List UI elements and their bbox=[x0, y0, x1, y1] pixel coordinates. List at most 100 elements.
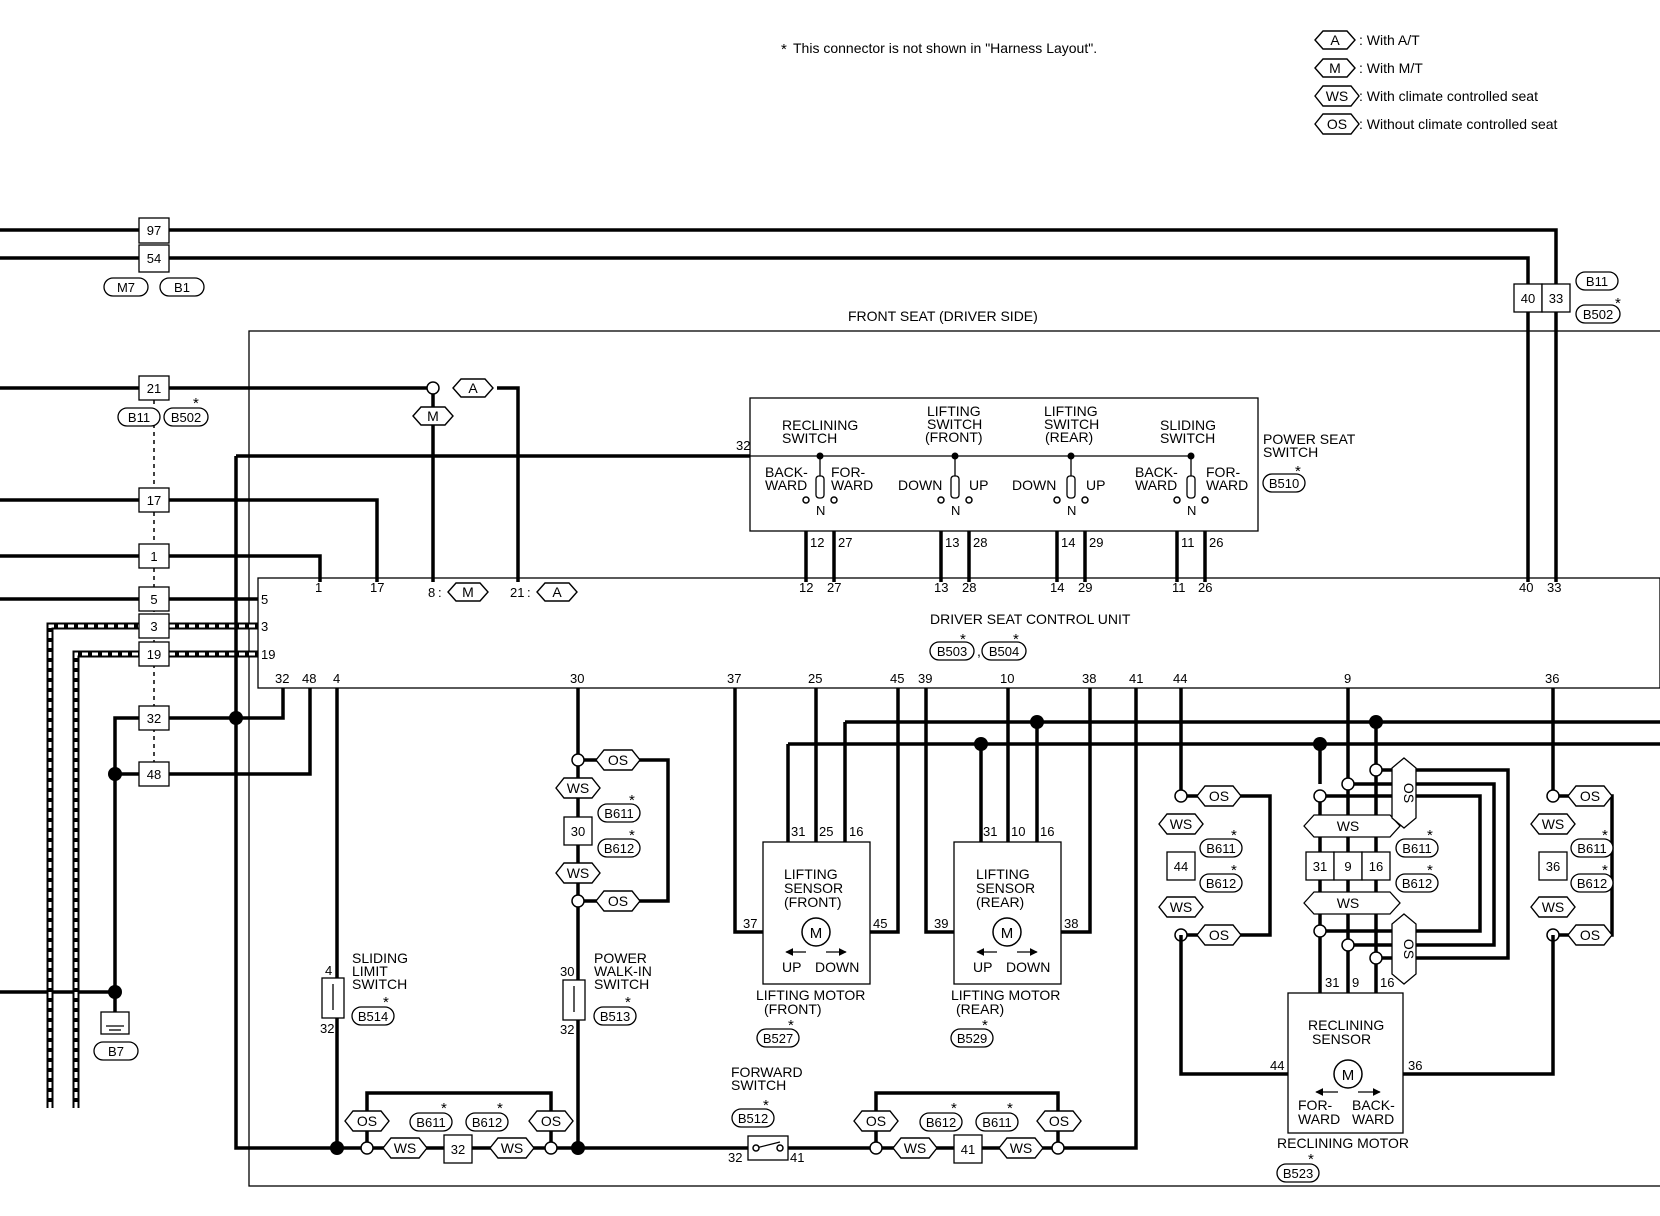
lifting-motor-front: 31 25 16 LIFTING SENSOR (FRONT) 37 45 M … bbox=[733, 688, 900, 1048]
conn-b503: B503 bbox=[937, 644, 967, 659]
note-text: This connector is not shown in "Harness … bbox=[793, 40, 1097, 56]
splice bbox=[108, 985, 122, 999]
star: * bbox=[960, 631, 966, 648]
tag-ws: WS bbox=[1170, 899, 1193, 915]
conn-b611: B611 bbox=[604, 806, 633, 821]
conn-b510: B510 bbox=[1269, 476, 1299, 491]
pin-54: 54 bbox=[147, 251, 161, 266]
legend-code-m: M bbox=[1329, 60, 1341, 76]
pin: 36 bbox=[1546, 859, 1560, 874]
tag-ws: WS bbox=[1542, 816, 1565, 832]
note-star: * bbox=[781, 41, 787, 58]
conn-b612: B612 bbox=[472, 1115, 502, 1130]
wires-left bbox=[0, 386, 1138, 1150]
tag-os: OS bbox=[1401, 939, 1417, 959]
label: BACK- bbox=[1135, 464, 1178, 480]
driver-seat-control-unit: DRIVER SEAT CONTROL UNIT B503 * , B504 *… bbox=[257, 577, 1660, 689]
star: * bbox=[951, 1100, 957, 1117]
label: (REAR) bbox=[1045, 429, 1093, 445]
forward-switch: 32 41 FORWARD SWITCH B512 * bbox=[728, 1064, 804, 1165]
label: N bbox=[816, 503, 825, 518]
pin: 45 bbox=[873, 916, 887, 931]
star: * bbox=[441, 1100, 447, 1117]
pin: 32 bbox=[560, 1022, 574, 1037]
pin: 29 bbox=[1078, 580, 1092, 595]
front-seat-boundary bbox=[248, 330, 1660, 1187]
label: DOWN bbox=[1006, 959, 1050, 975]
pin: 10 bbox=[1000, 671, 1014, 686]
conn-b611: B611 bbox=[982, 1115, 1011, 1130]
label: SENSOR bbox=[976, 880, 1035, 896]
conn-b514: B514 bbox=[358, 1009, 388, 1024]
pin: 31 bbox=[791, 824, 805, 839]
pin: 29 bbox=[1089, 535, 1103, 550]
pin: 36 bbox=[1545, 671, 1559, 686]
conn-b527: B527 bbox=[763, 1031, 793, 1046]
legend-code-os: OS bbox=[1327, 116, 1347, 132]
tag-m: M bbox=[462, 584, 474, 600]
pin: 44 bbox=[1173, 671, 1187, 686]
pin: 8 bbox=[428, 585, 435, 600]
power-seat-switch: 32 RECLINING SWITCH LIFTING SWITCH (FRON… bbox=[736, 397, 1356, 582]
pin: 31 bbox=[1325, 975, 1339, 990]
label: WARD bbox=[1298, 1111, 1340, 1127]
star: * bbox=[629, 827, 635, 844]
pin: 11 bbox=[1172, 580, 1186, 595]
label: DOWN bbox=[1012, 477, 1056, 493]
conn-b502-top: B502 bbox=[1583, 307, 1613, 322]
pin: 16 bbox=[1369, 859, 1383, 874]
motor-icon: M bbox=[1001, 925, 1014, 942]
label: SWITCH bbox=[594, 976, 649, 992]
pin: 19 bbox=[261, 647, 275, 662]
legend: A : With A/T M : With M/T WS : With clim… bbox=[1314, 30, 1558, 135]
pin: 39 bbox=[918, 671, 932, 686]
label: WARD bbox=[1135, 477, 1177, 493]
label: SLIDING bbox=[1160, 417, 1216, 433]
star: * bbox=[625, 994, 631, 1011]
conn-b7: B7 bbox=[108, 1044, 124, 1059]
star: * bbox=[1231, 827, 1237, 844]
walk-in-switch-harness: OS WS 30 B611 * B612 * WS OS 30 32 POWER… bbox=[555, 688, 670, 1148]
star: * bbox=[1295, 463, 1301, 480]
reclining-motor: 31 9 16 RECLINING SENSOR 44 36 M FOR- WA… bbox=[1270, 975, 1422, 1183]
star: * bbox=[1602, 862, 1608, 879]
star: * bbox=[788, 1017, 794, 1034]
label: LIFTING MOTOR bbox=[756, 987, 865, 1003]
label: WARD bbox=[765, 477, 807, 493]
conn-b612: B612 bbox=[926, 1115, 956, 1130]
splice bbox=[108, 767, 122, 781]
pin: 31 bbox=[983, 824, 997, 839]
star: * bbox=[497, 1100, 503, 1117]
pin: 17 bbox=[370, 580, 384, 595]
star: * bbox=[1231, 862, 1237, 879]
pin: 16 bbox=[849, 824, 863, 839]
pin: 12 bbox=[810, 535, 824, 550]
label: LIFTING MOTOR bbox=[951, 987, 1060, 1003]
label: UP bbox=[1086, 477, 1105, 493]
pin: 36 bbox=[1408, 1058, 1422, 1073]
tag-ws: WS bbox=[904, 1140, 927, 1156]
harness-note: * This connector is not shown in "Harnes… bbox=[781, 40, 1097, 58]
label: (FRONT) bbox=[784, 894, 842, 910]
pin-32: 32 bbox=[147, 711, 161, 726]
pin: 40 bbox=[1519, 580, 1533, 595]
pin: 13 bbox=[945, 535, 959, 550]
conn-b513: B513 bbox=[600, 1009, 630, 1024]
label: FOR- bbox=[1298, 1097, 1333, 1113]
at-mt-branch: A M bbox=[169, 378, 520, 582]
tag-ws: WS bbox=[1170, 816, 1193, 832]
conn-b504: B504 bbox=[989, 644, 1019, 659]
label: UP bbox=[973, 959, 992, 975]
pin: 30 bbox=[560, 964, 574, 979]
pin: 28 bbox=[973, 535, 987, 550]
legend-item-ws: WS : With climate controlled seat bbox=[1314, 85, 1538, 107]
label: SWITCH bbox=[1263, 444, 1318, 460]
label: RECLINING bbox=[1308, 1017, 1384, 1033]
tag-os: OS bbox=[608, 752, 628, 768]
star: * bbox=[763, 1097, 769, 1114]
pin: 5 bbox=[261, 592, 268, 607]
star: * bbox=[1007, 1100, 1013, 1117]
tag-os: OS bbox=[1401, 783, 1417, 803]
label: LIFTING bbox=[976, 866, 1030, 882]
tag-os: OS bbox=[357, 1113, 377, 1129]
